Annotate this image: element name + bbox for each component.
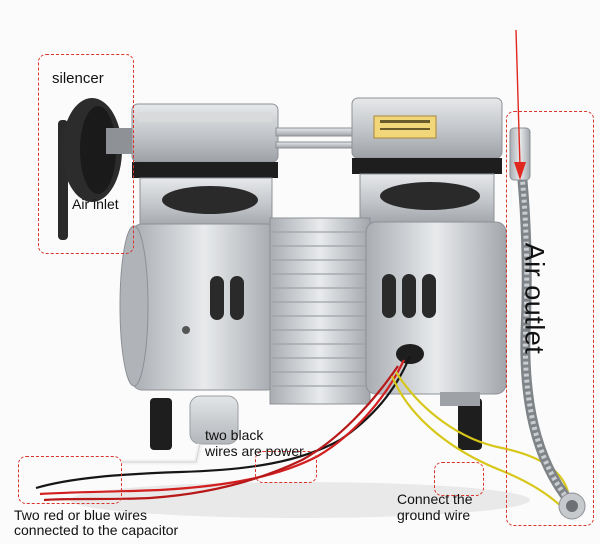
air-outlet-annotation-box xyxy=(506,111,594,526)
silencer-label: silencer xyxy=(52,70,104,87)
capacitor-wires-label-line2: connected to the capacitor xyxy=(14,522,179,538)
black-wires-label-line2: wires are power xyxy=(205,443,304,459)
air-inlet-label: Air inlet xyxy=(72,196,119,212)
ground-wire-label-line1: Connect the xyxy=(397,491,473,507)
capacitor xyxy=(122,395,239,465)
ground-wire-label-line2: ground wire xyxy=(397,507,471,523)
right-cylinder-head xyxy=(351,97,503,227)
black-wires-label-line1: two black xyxy=(205,427,264,443)
air-outlet-hose xyxy=(509,127,586,520)
air-outlet-label: Air outlet xyxy=(519,242,550,355)
ground-wire-annotation-box xyxy=(434,462,484,496)
silencer-annotation-box xyxy=(38,54,134,254)
left-cylinder-head xyxy=(131,103,279,231)
motor-body xyxy=(269,217,371,405)
capacitor-wires-label-line1: Two red or blue wires xyxy=(14,507,148,523)
power-wires-annotation-box xyxy=(255,451,317,483)
silencer-part xyxy=(58,98,132,240)
capacitor-wires-annotation-box xyxy=(18,456,122,504)
outlet-arrow xyxy=(514,29,526,180)
